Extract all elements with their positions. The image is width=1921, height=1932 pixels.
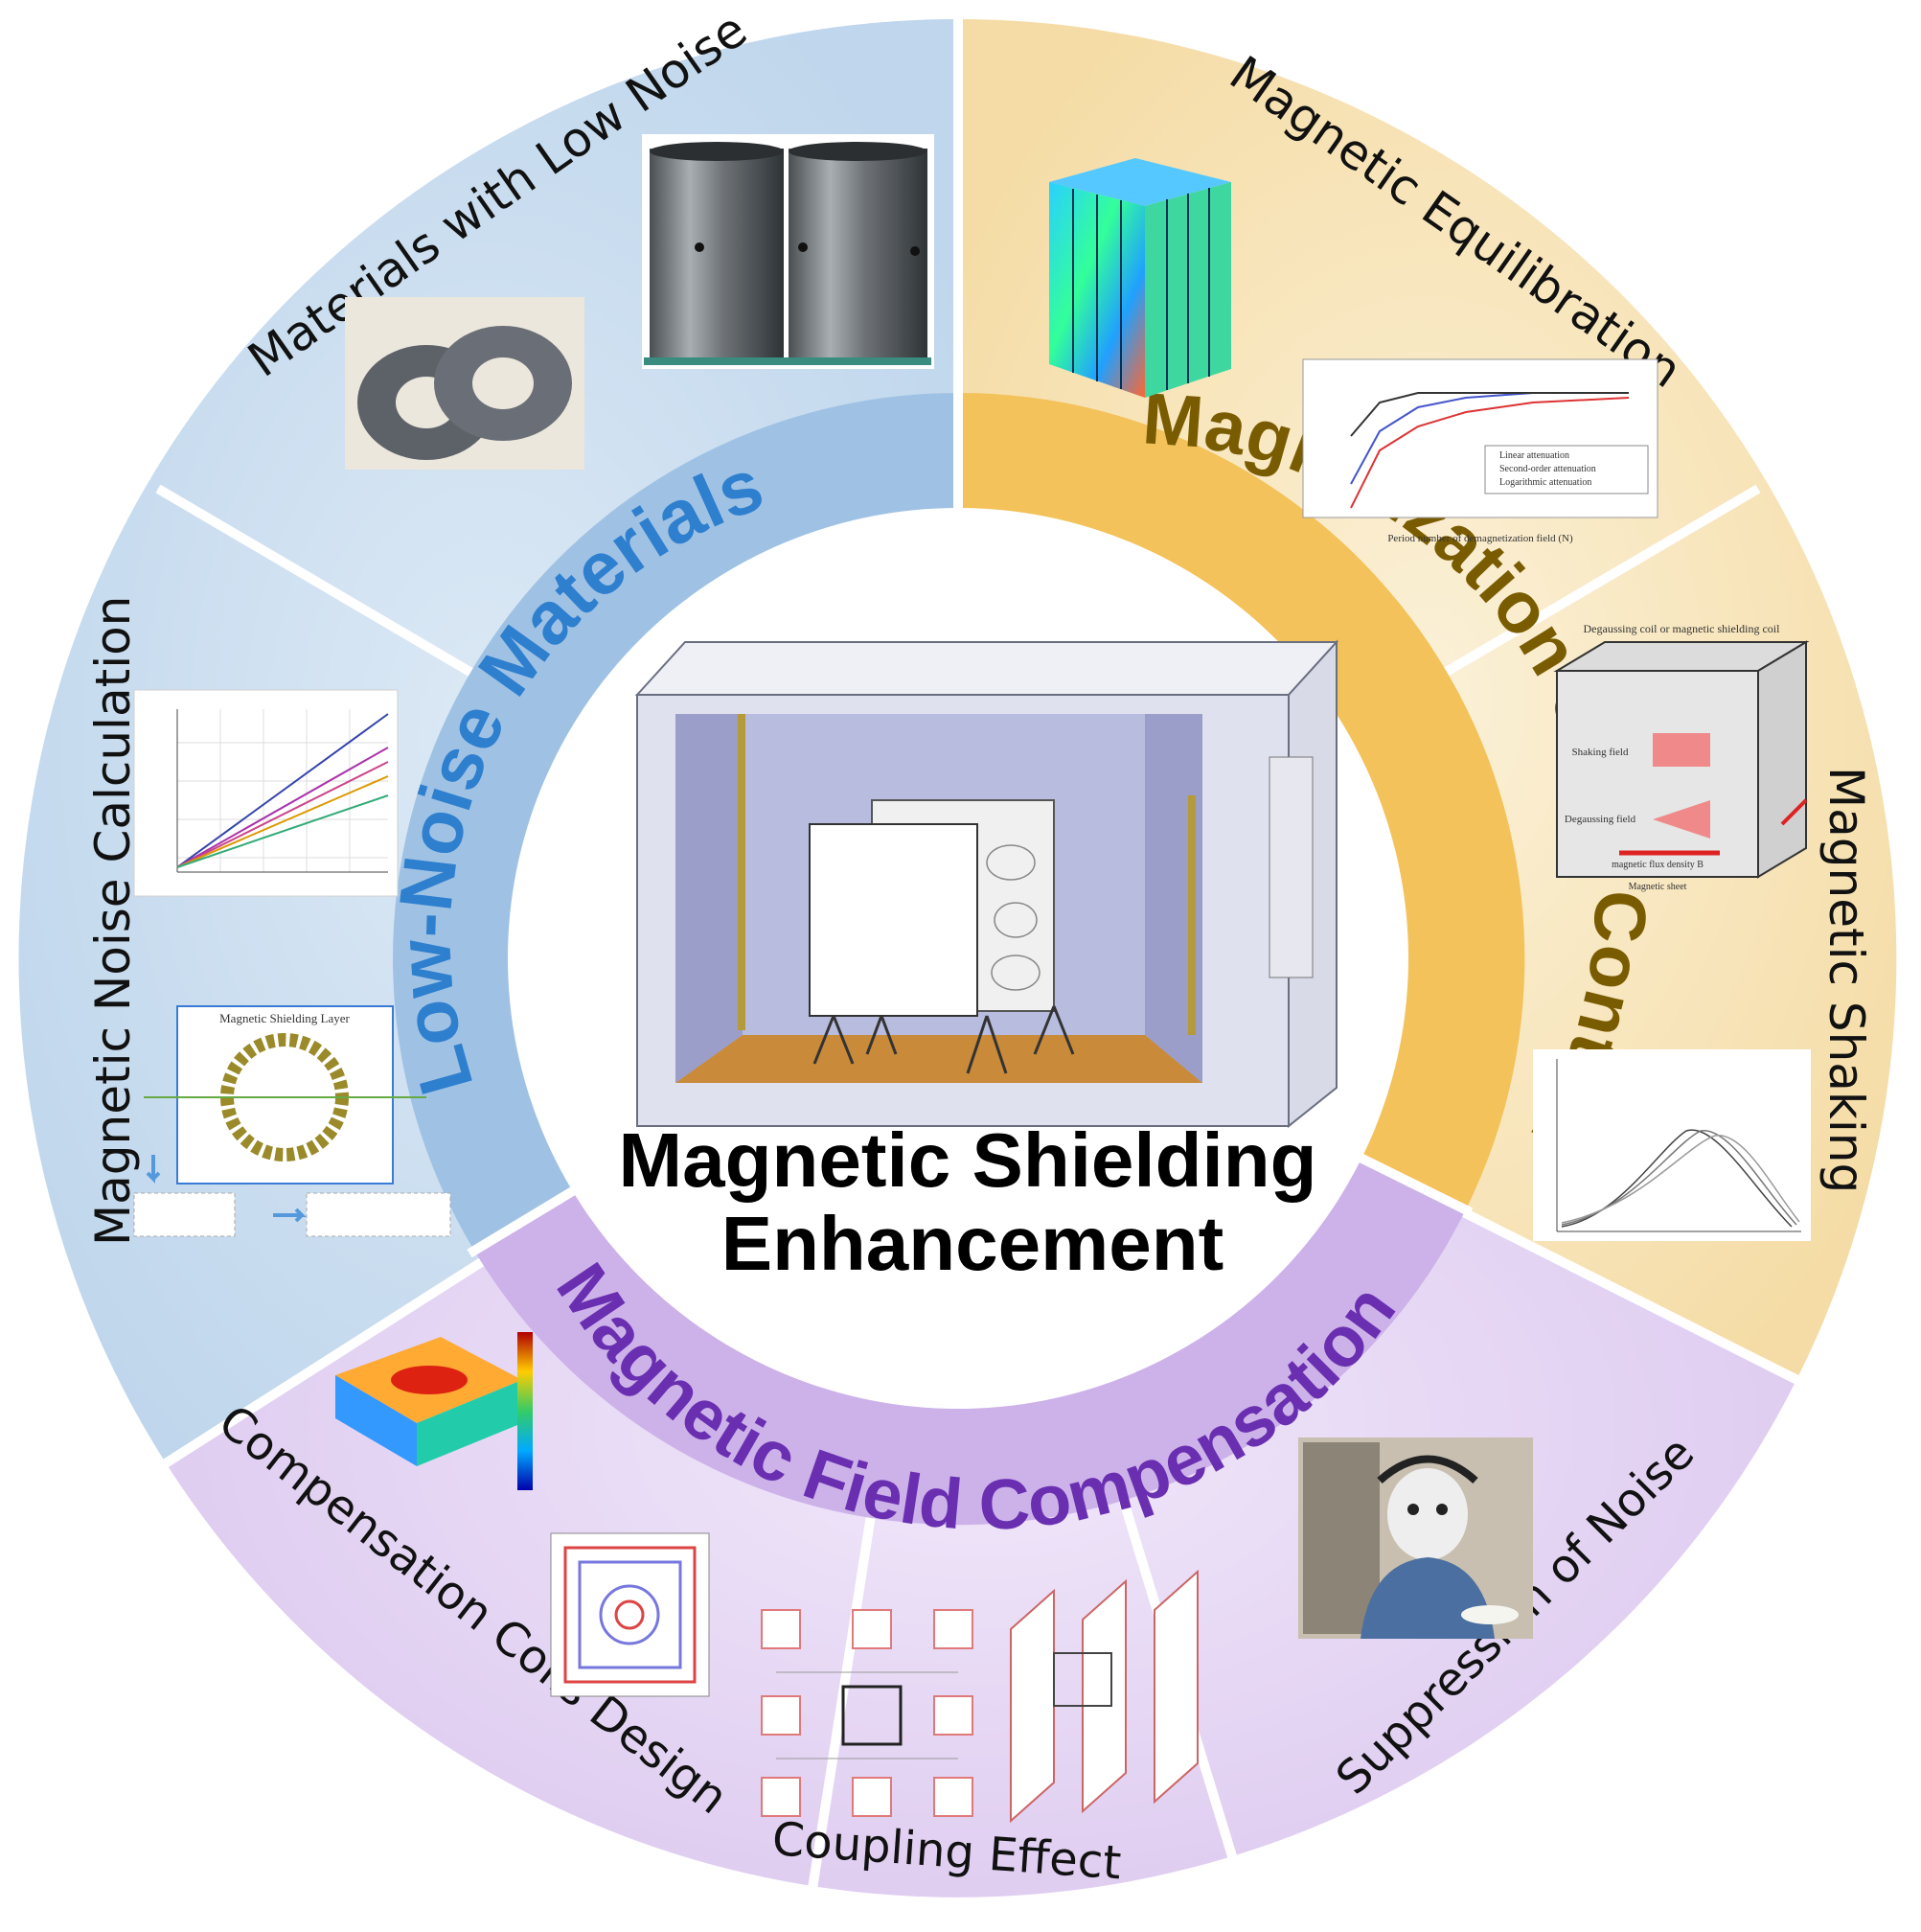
svg-text:Degaussing coil or magnetic sh: Degaussing coil or magnetic shielding co… bbox=[1584, 622, 1781, 635]
coil-surface-plot bbox=[335, 1332, 533, 1490]
equilibration-chart: Linear attenuation Second-order attenuat… bbox=[1302, 358, 1658, 544]
coil-contour-plot bbox=[550, 1532, 710, 1697]
coupling-grid-figure bbox=[761, 1609, 973, 1817]
svg-text:Magnetic sheet: Magnetic sheet bbox=[1629, 882, 1687, 892]
svg-text:magnetic flux density B: magnetic flux density B bbox=[1612, 860, 1704, 870]
subject-photo bbox=[1298, 1438, 1533, 1639]
center-title-line2: Enhancement bbox=[721, 1201, 1224, 1286]
shielded-room-model bbox=[634, 639, 1339, 1129]
center-title-line1: Magnetic Shielding bbox=[619, 1117, 1317, 1203]
svg-text:Linear attenuation: Linear attenuation bbox=[1499, 450, 1569, 461]
svg-text:Second-order attenuation: Second-order attenuation bbox=[1499, 464, 1596, 474]
shielding-layer-figure: Magnetic Shielding Layer bbox=[133, 1005, 451, 1237]
svg-text:Period number of demagnetizati: Period number of demagnetization field (… bbox=[1387, 533, 1573, 544]
svg-text:Degaussing field: Degaussing field bbox=[1565, 814, 1636, 825]
svg-text:Shaking field: Shaking field bbox=[1572, 747, 1629, 758]
shaking-cube-figure: Degaussing coil or magnetic shielding co… bbox=[1553, 622, 1810, 892]
equilibration-cube bbox=[1049, 158, 1231, 398]
shaking-curves-chart bbox=[1533, 1049, 1811, 1241]
label-magnetic-shaking: Magnetic Shaking bbox=[1818, 767, 1874, 1193]
noise-line-chart bbox=[133, 689, 399, 897]
ferrite-rings-photo bbox=[345, 297, 584, 470]
svg-text:Magnetic Shielding Layer: Magnetic Shielding Layer bbox=[219, 1011, 350, 1025]
label-magnetic-noise-calculation: Magnetic Noise Calculation bbox=[85, 596, 141, 1246]
cylinders-photo bbox=[642, 134, 934, 369]
coupling-planes-figure bbox=[1010, 1569, 1199, 1824]
svg-text:Logarithmic attenuation: Logarithmic attenuation bbox=[1499, 477, 1591, 488]
